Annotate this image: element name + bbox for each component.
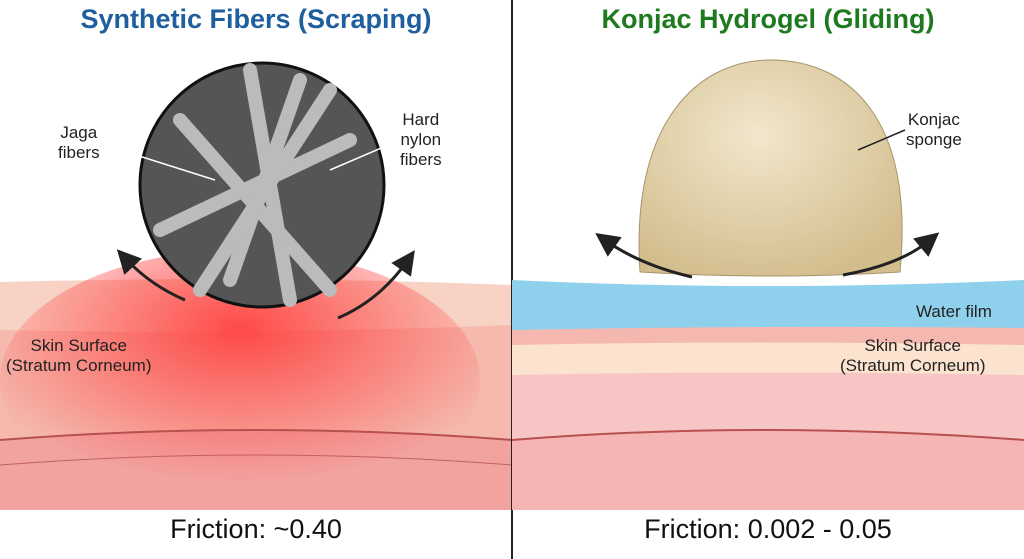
label-line: sponge [906,130,962,149]
label-line: nylon [400,130,442,149]
label-line: Hard [402,110,440,129]
right-arrow-icon [842,232,940,277]
left-skin-label: Skin Surface(Stratum Corneum) [6,336,151,376]
right-friction: Friction: 0.002 - 0.05 [644,514,892,544]
right-arrow-icon [337,250,415,320]
label-line: Konjac [907,110,960,129]
label-line: Skin Surface [30,336,127,355]
label-line: fibers [58,143,100,162]
left-arrow-icon [116,249,186,302]
water-film-label: Water film [916,302,992,321]
label-line: (Stratum Corneum) [6,356,152,375]
label-line: fibers [400,150,442,169]
left-title: Synthetic Fibers (Scraping) [80,4,432,34]
right-skin-label: Skin Surface(Stratum Corneum) [840,336,985,376]
left-skin-layers [0,250,513,510]
left-arrow-icon [595,233,693,279]
konjac-sponge [638,59,903,277]
right-skin-layers [511,280,1024,510]
label-line: Skin Surface [864,336,961,355]
label-line: (Stratum Corneum) [840,356,986,375]
left-sem-circle [119,61,401,309]
left-friction: Friction: ~0.40 [170,514,342,544]
right-title: Konjac Hydrogel (Gliding) [601,4,935,34]
label-line: Jaga [60,123,98,142]
